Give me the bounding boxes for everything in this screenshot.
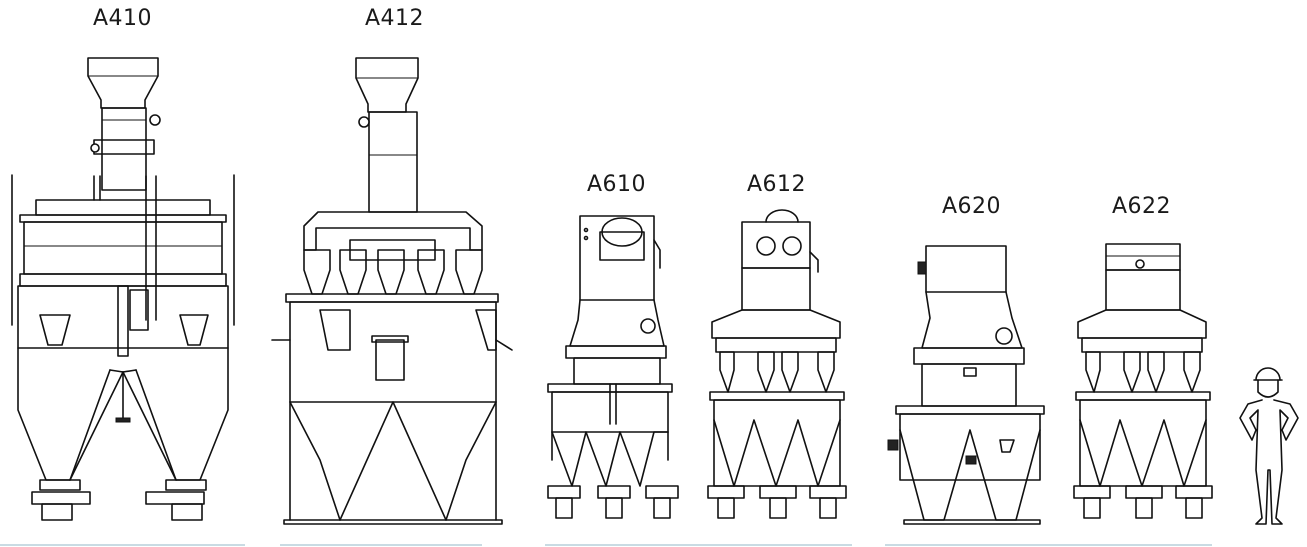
person-silhouette-icon [1239, 367, 1299, 525]
baseline-a620-a622 [885, 544, 1212, 546]
model-label-a410: A410 [93, 6, 153, 31]
baseline-a610-a612 [545, 544, 852, 546]
baseline-a410 [0, 544, 245, 546]
model-label-a612: A612 [747, 172, 807, 197]
machine-drawing-a620 [887, 245, 1045, 525]
machine-drawing-a610 [547, 215, 679, 519]
machine-drawing-a612 [707, 209, 847, 519]
model-label-a610: A610 [587, 172, 647, 197]
model-label-a622: A622 [1112, 194, 1172, 219]
model-label-a412: A412 [365, 6, 425, 31]
machine-drawing-a412 [271, 57, 513, 525]
machine-drawing-a622 [1073, 243, 1213, 519]
model-label-a620: A620 [942, 194, 1002, 219]
baseline-a412 [280, 544, 482, 546]
machine-drawing-a410 [11, 57, 235, 521]
